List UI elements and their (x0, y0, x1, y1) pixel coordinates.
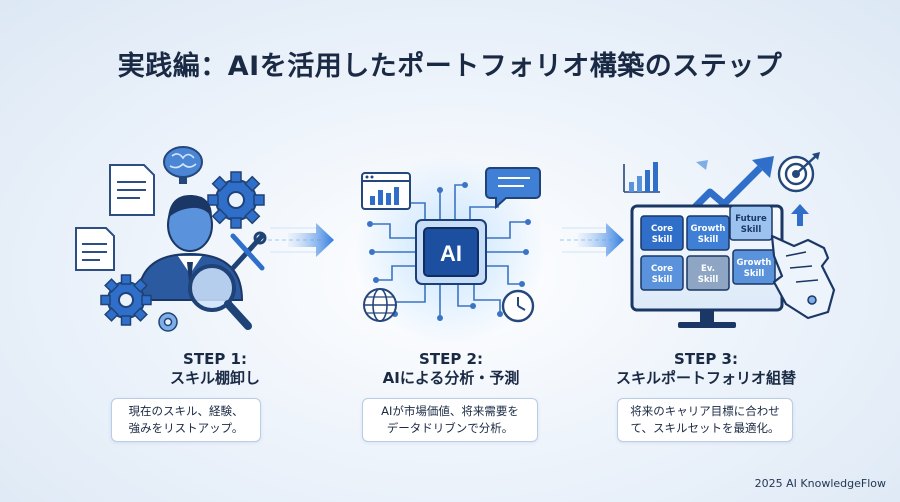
skill-growth2-line1: Growth (737, 258, 772, 268)
skill-growth1-line1: Growth (691, 224, 726, 234)
step1-number: STEP 1: (183, 350, 247, 368)
step3-desc-line2: て、スキルセットを最適化。 (630, 421, 780, 435)
step3-description: 将来のキャリア目標に合わせ て、スキルセットを最適化。 (617, 398, 793, 442)
skill-ev-line1: Ev. (701, 264, 715, 274)
step2-illustration: AI (355, 155, 545, 345)
step1-illustration (75, 146, 267, 332)
step2-title: STEP 2: AIによる分析・予測 (331, 350, 571, 388)
document-icon-2 (75, 227, 115, 271)
document-icon (109, 164, 155, 216)
chat-bubble-icon (485, 167, 541, 210)
arrow-right-icon (268, 223, 334, 257)
step3-number: STEP 3: (674, 350, 738, 368)
gear-icon (207, 171, 265, 229)
ai-chip-icon (415, 219, 487, 285)
arrow-up-icon (791, 204, 809, 226)
footer-credit: 2025 AI KnowledgeFlow (754, 477, 886, 490)
skill-core2-line1: Core (651, 264, 673, 274)
magnifier-icon (188, 264, 252, 330)
step1-name: スキル棚卸し (169, 369, 260, 387)
step1-desc-line1: 現在のスキル、経験、 (128, 404, 244, 418)
tools-icon (230, 231, 267, 271)
skill-future-line1: Future (735, 214, 767, 224)
step1-description: 現在のスキル、経験、 強みをリストアップ。 (111, 398, 261, 442)
skill-core2-line2: Skill (652, 275, 673, 285)
skill-core1-line2: Skill (652, 235, 673, 245)
ai-chip-label: AI (440, 241, 462, 266)
gear-icon-small (158, 312, 178, 332)
skill-tile-future (729, 205, 773, 241)
skill-tile-core-2 (640, 255, 684, 291)
step3-illustration: Core Skill Growth Skill Future Skill Cor… (623, 152, 836, 328)
clock-icon (501, 289, 535, 323)
brain-icon (163, 146, 203, 184)
step3-title: STEP 3: スキルポートフォリオ組替 (586, 350, 826, 388)
arrow-right-icon-2 (560, 223, 624, 257)
robot-hand-icon (770, 234, 836, 320)
skill-core1-line1: Core (651, 224, 673, 234)
skill-tile-ev (686, 255, 730, 291)
globe-icon (363, 288, 397, 322)
step2-desc-line1: AIが市場価値、将来需要を (381, 404, 519, 418)
step3-desc-line1: 将来のキャリア目標に合わせ (630, 404, 780, 418)
trend-up-icon (685, 156, 774, 217)
skill-future-line2: Skill (741, 225, 762, 235)
browser-chart-icon (361, 172, 411, 210)
gear-icon-2 (100, 274, 152, 326)
step1-title: STEP 1: スキル棚卸し (95, 350, 335, 388)
skill-growth1-line2: Skill (698, 235, 719, 245)
step2-name: AIによる分析・予測 (382, 369, 520, 387)
step2-desc-line2: データドリブンで分析。 (386, 421, 514, 435)
step2-description: AIが市場価値、将来需要を データドリブンで分析。 (362, 398, 538, 442)
bar-chart-icon (623, 162, 660, 193)
target-icon (777, 152, 820, 193)
skill-tile-growth-1 (686, 215, 730, 251)
page-title: 実践編：AIを活用したポートフォリオ構築のステップ (117, 51, 783, 82)
skill-tile-growth-2 (732, 249, 776, 285)
step1-desc-line2: 強みをリストアップ。 (128, 421, 244, 435)
skill-tile-core-1 (640, 215, 684, 251)
step2-number: STEP 2: (419, 350, 483, 368)
skill-ev-line2: Skill (698, 275, 719, 285)
step3-name: スキルポートフォリオ組替 (615, 369, 796, 387)
skill-growth2-line2: Skill (744, 269, 765, 279)
